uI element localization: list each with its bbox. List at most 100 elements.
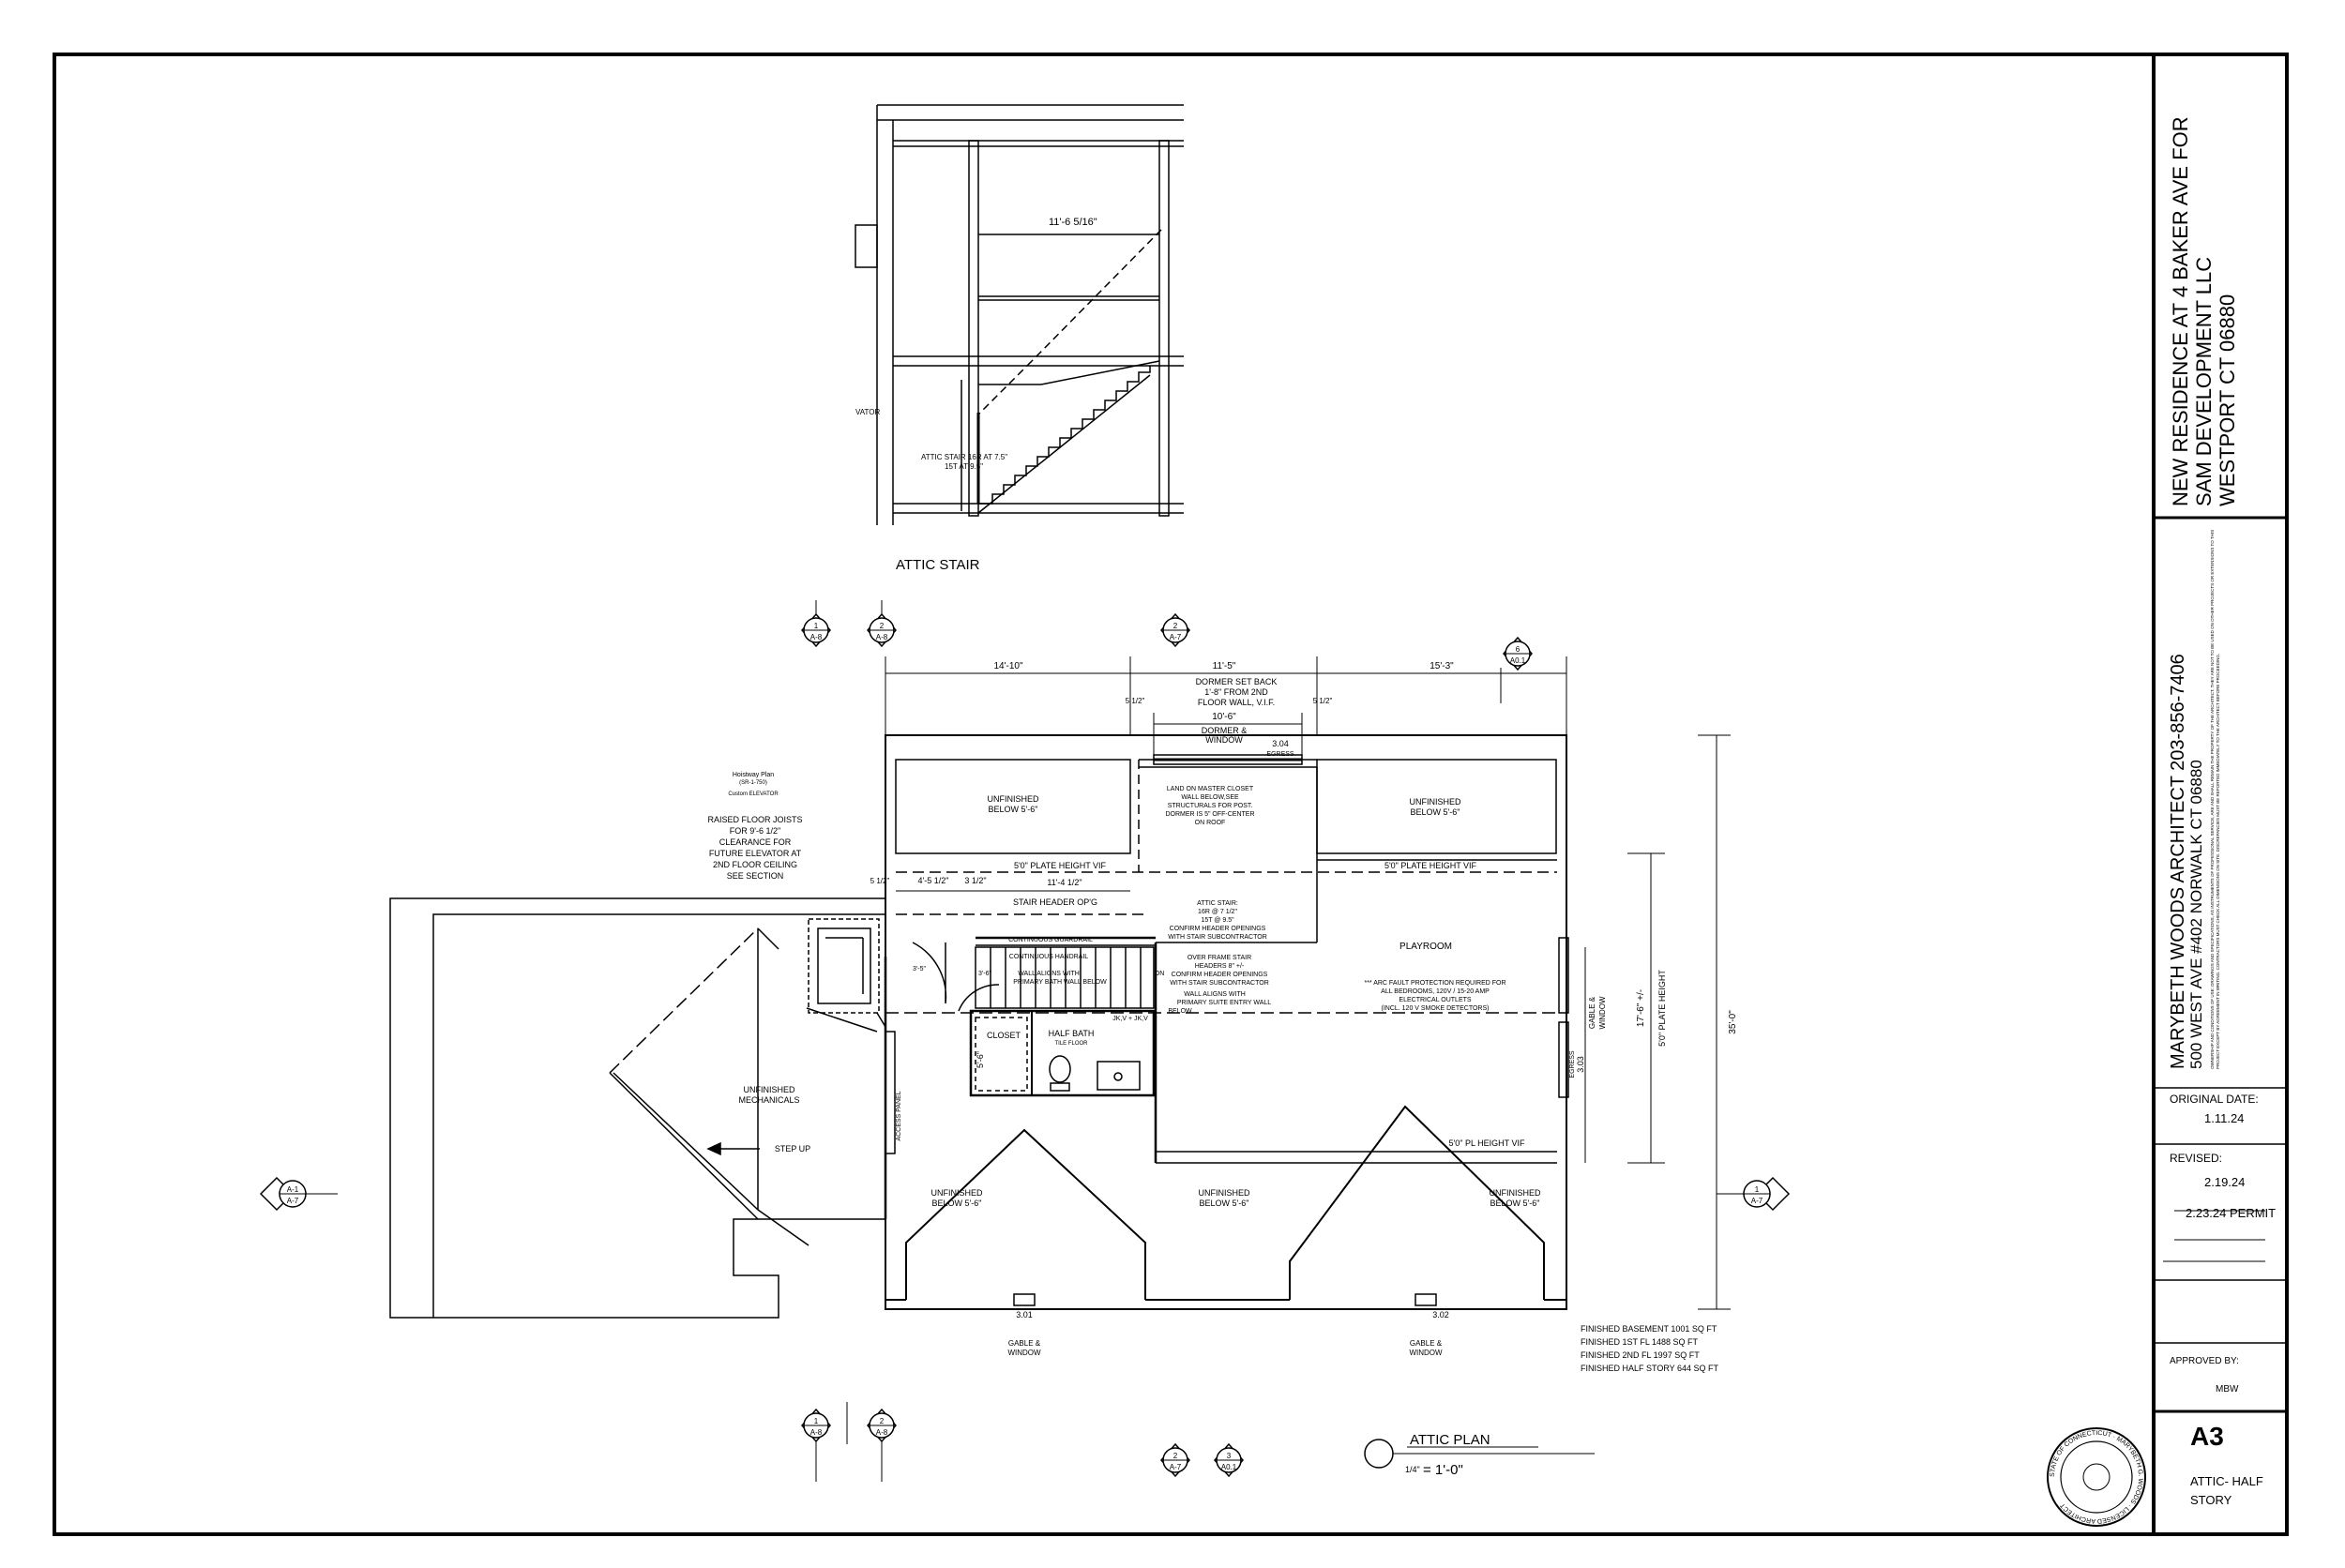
approved-label: APPROVED BY: — [2170, 1356, 2239, 1366]
overframe-4: WITH STAIR SUBCONTRACTOR — [1170, 980, 1269, 987]
unfinished-tl-1: UNFINISHED — [987, 794, 1039, 804]
attic-stair-note-1: ATTIC STAIR: — [1197, 900, 1238, 907]
project-line-2: SAM DEVELOPMENT LLC — [2192, 256, 2216, 506]
dim-stair-open-a: 4'-5 1/2" — [918, 876, 949, 885]
mechanicals-1: UNFINISHED — [743, 1085, 795, 1094]
hoistway-2: (SR-1-750) — [739, 780, 767, 786]
attic-plan-interior — [706, 754, 1569, 1306]
unfinished-tr-2: BELOW 5'-6" — [1411, 807, 1460, 817]
attic-stair-note-4: CONFIRM HEADER OPENINGS — [1170, 926, 1266, 932]
project-line-3: WESTPORT CT 06880 — [2216, 294, 2239, 506]
architect-seal — [2047, 1427, 2146, 1527]
dim-jack-1: 3'-5" — [913, 966, 926, 972]
dim-jack-2: 3'-6" — [978, 971, 991, 977]
on-label: ON — [1155, 971, 1165, 977]
project-title: NEW RESIDENCE AT 4 BAKER AVE FOR SAM DEV… — [2169, 116, 2239, 506]
marker-5-top: A-1 — [287, 1185, 299, 1194]
marker-1-top: 1 — [814, 622, 819, 630]
unfinished-bl-1: UNFINISHED — [930, 1188, 983, 1198]
elev-note-5: 2ND FLOOR CEILING — [713, 860, 797, 869]
unfinished-bm-2: BELOW 5'-6" — [1200, 1199, 1249, 1208]
attic-plan-title: ATTIC PLAN — [1410, 1432, 1490, 1448]
sheet-number: A3 — [2190, 1422, 2224, 1451]
window-301: 3.01 — [1016, 1310, 1033, 1319]
wall-align-1: WALL ALIGNS WITH — [1184, 991, 1246, 998]
guardrail: CONTINUOUS GUARDRAIL — [1008, 937, 1093, 943]
overframe-1: OVER FRAME STAIR — [1188, 955, 1251, 961]
dim-top-mid: 11'-5" — [1213, 661, 1236, 671]
dormer-window-2: WINDOW — [1205, 735, 1243, 745]
marker-4-bot: A0.1 — [1510, 656, 1526, 665]
attic-stair-title: ATTIC STAIR — [896, 557, 980, 573]
arc-note-4: (INCL. 120 V SMOKE DETECTORS) — [1381, 1005, 1489, 1012]
seal-text: STATE OF CONNECTICUT · MARYBETH G. WOODS… — [2050, 1430, 2143, 1524]
gable-window-2b: WINDOW — [1409, 1349, 1443, 1357]
architect-address: 500 WEST AVE #402 NORWALK CT 06880 — [2187, 760, 2205, 1069]
closet-note-4: DORMER IS 5" OFF-CENTER — [1165, 811, 1254, 818]
tile-floor-label: TILE FLOOR — [1054, 1041, 1088, 1047]
arc-note-3: ELECTRICAL OUTLETS — [1399, 997, 1471, 1003]
dim-stair-open-b: 3 1/2" — [964, 876, 986, 885]
dim-depth-total: 35'-0" — [1728, 1010, 1738, 1034]
area-first: FINISHED 1ST FL 1488 SQ FT — [1581, 1337, 1699, 1347]
existing-wing — [389, 897, 885, 1319]
dim-top-left: 14'-10" — [993, 661, 1022, 671]
section-elevator-label: VATOR — [855, 408, 880, 416]
attic-stair-section — [855, 104, 1184, 525]
dim-small-right: 5 1/2" — [1313, 697, 1333, 705]
dormer-setback-1: DORMER SET BACK — [1196, 677, 1278, 686]
closet-note-5: ON ROOF — [1195, 820, 1226, 826]
overframe-2: HEADERS 8" +/- — [1195, 963, 1245, 970]
marker-6-bot: A-7 — [1751, 1197, 1763, 1205]
marker-3-top: 2 — [1173, 622, 1178, 630]
dim-plate-right: 5'0" PLATE HEIGHT VIF — [1384, 861, 1477, 870]
section-stair-note-2: 15T AT 9.5" — [945, 462, 983, 471]
elev-note-1: RAISED FLOOR JOISTS — [707, 815, 802, 824]
closet-note-1: LAND ON MASTER CLOSET — [1167, 786, 1254, 792]
handrail-1: CONTINUOUS HANDRAIL — [1009, 954, 1089, 960]
egress-304: 3.04 — [1272, 739, 1289, 748]
revised-1: 2.19.24 — [2204, 1175, 2246, 1189]
dim-pl-bottom: 5'0" PL HEIGHT VIF — [1449, 1138, 1525, 1148]
title-block-frame — [2152, 53, 2289, 1536]
handrail-3: PRIMARY BATH WALL BELOW — [1013, 979, 1107, 986]
dim-top-right: 15'-3" — [1430, 661, 1454, 671]
attic-plan-scale: = 1'-0" — [1423, 1462, 1463, 1478]
marker-2-bot: A-8 — [876, 633, 888, 641]
dim-stair-header-width: 11'-4 1/2" — [1047, 878, 1082, 887]
area-basement: FINISHED BASEMENT 1001 SQ FT — [1581, 1324, 1717, 1334]
original-date-label: ORIGINAL DATE: — [2170, 1093, 2259, 1106]
gable-window-right-2: WINDOW — [1598, 996, 1607, 1030]
original-date-value: 1.11.24 — [2204, 1111, 2245, 1125]
dormer-setback-3: FLOOR WALL, V.I.F. — [1198, 698, 1275, 707]
dim-stair-open-c: 5 1/2" — [870, 877, 890, 885]
access-panel-label: ACCESS PANEL — [896, 1091, 902, 1140]
attic-stair-note-2: 16R @ 7 1/2" — [1198, 909, 1237, 915]
marker-2-top: 2 — [880, 622, 885, 630]
marker-10-top: 3 — [1227, 1452, 1232, 1460]
closet-note-3: STRUCTURALS FOR POST. — [1168, 803, 1253, 809]
attic-stair-note-5: WITH STAIR SUBCONTRACTOR — [1168, 934, 1267, 941]
marker-1-bot: A-8 — [810, 633, 823, 641]
overframe-3: CONFIRM HEADER OPENINGS — [1172, 972, 1268, 978]
dim-stair-jack: JK,V + JK,V — [1112, 1016, 1148, 1022]
marker-8-bot: A-8 — [876, 1428, 888, 1437]
hoistway-3: Custom ELEVATOR — [728, 792, 779, 797]
marker-3-bot: A-7 — [1170, 633, 1182, 641]
unfinished-tr-1: UNFINISHED — [1409, 797, 1461, 807]
mechanicals-2: MECHANICALS — [738, 1095, 799, 1105]
marker-7-bot: A-8 — [810, 1428, 823, 1437]
half-bath-label: HALF BATH — [1049, 1029, 1095, 1038]
marker-10-bot: A0.1 — [1221, 1463, 1237, 1471]
architect-name: MARYBETH WOODS ARCHITECT 203-856-7406 — [2168, 654, 2188, 1069]
closet-label: CLOSET — [987, 1031, 1021, 1040]
gable-window-right-1: GABLE & — [1588, 996, 1596, 1029]
dim-closet: 5'-6" — [976, 1051, 985, 1068]
dim-plate-left: 5'0" PLATE HEIGHT VIF — [1014, 861, 1107, 870]
unfinished-bl-2: BELOW 5'-6" — [932, 1199, 982, 1208]
marker-9-bot: A-7 — [1170, 1463, 1182, 1471]
sheet-title-2: STORY — [2190, 1493, 2232, 1507]
marker-6-top: 1 — [1755, 1185, 1760, 1194]
